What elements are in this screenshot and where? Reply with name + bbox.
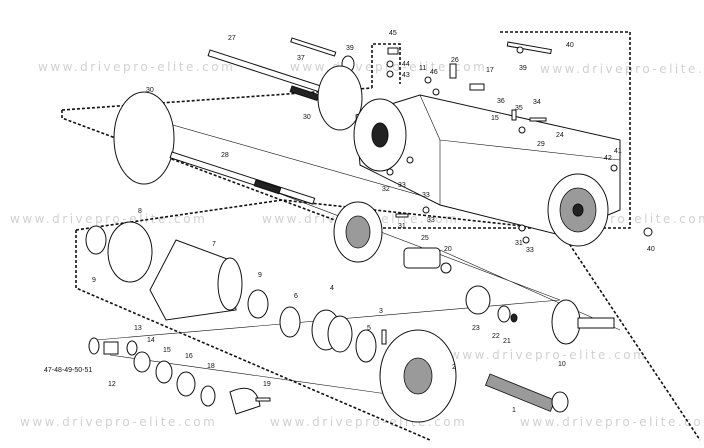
callout-30: 30 [303, 114, 311, 121]
callout-46: 46 [430, 69, 438, 76]
callout-18: 18 [207, 363, 215, 370]
differential-gear [333, 201, 452, 274]
watermark-text: www.drivepro-elite.com [20, 415, 218, 429]
callout-40: 40 [566, 42, 574, 49]
callout-31: 31 [398, 223, 406, 230]
seal-9-right [247, 289, 269, 319]
callout-13: 13 [134, 325, 142, 332]
callout-39-right: 39 [519, 65, 527, 72]
planetary-housing-7 [149, 239, 243, 321]
callout-9: 9 [92, 277, 96, 284]
callout-30-left: 30 [146, 87, 154, 94]
callout-3: 3 [379, 308, 383, 315]
drive-flange-10 [551, 299, 615, 345]
hub-group-frame [75, 199, 701, 441]
callout-42: 42 [604, 155, 612, 162]
callout-23: 23 [472, 325, 480, 332]
callout-14: 14 [147, 337, 155, 344]
callout-35: 35 [515, 105, 523, 112]
callout-5: 5 [367, 325, 371, 332]
watermark-text: www.drivepro-elite.com [450, 348, 648, 362]
callout-36: 36 [497, 98, 505, 105]
bearing-set [279, 306, 387, 363]
callout-37: 37 [297, 55, 305, 62]
axle-shaft-28 [169, 151, 316, 205]
callout-31-right: 31 [515, 240, 523, 247]
callout-21: 21 [503, 338, 511, 345]
callout-24: 24 [556, 132, 564, 139]
callout-26: 26 [451, 57, 459, 64]
callout-6: 6 [294, 293, 298, 300]
spline-shaft-1 [484, 373, 569, 413]
callout-27: 27 [228, 35, 236, 42]
callout-4: 4 [330, 285, 334, 292]
seal-ring-8 [107, 221, 153, 283]
callout-39: 39 [346, 45, 354, 52]
callout-47-51: 47-48-49-50-51 [44, 367, 92, 374]
callout-9-right: 9 [258, 272, 262, 279]
callout-34: 34 [533, 99, 541, 106]
housing-hardware [386, 41, 653, 244]
pin-37 [290, 37, 337, 57]
callout-15: 15 [163, 347, 171, 354]
callout-7: 7 [212, 241, 216, 248]
callout-12: 12 [108, 381, 116, 388]
callout-33-right: 33 [526, 247, 534, 254]
callout-45: 45 [389, 30, 397, 37]
callout-25: 25 [421, 235, 429, 242]
seal-9 [85, 225, 107, 255]
seal-ring-30-lower [113, 91, 175, 185]
watermark-text: www.drivepro-elite.com [540, 62, 704, 76]
watermark-text: www.drivepro-elite.com [520, 415, 704, 429]
axle-housing [353, 94, 621, 247]
callout-16: 16 [185, 353, 193, 360]
callout-29: 29 [537, 141, 545, 148]
callout-10: 10 [558, 361, 566, 368]
callout-1: 1 [512, 407, 516, 414]
callout-20: 20 [444, 246, 452, 253]
callout-17: 17 [486, 67, 494, 74]
callout-11: 11 [419, 65, 426, 72]
callout-41: 41 [614, 148, 622, 155]
watermark-text: www.drivepro-elite.com [10, 212, 208, 226]
callout-15-upper: 15 [491, 115, 499, 122]
callout-33-center: 33 [422, 192, 430, 199]
callout-8: 8 [138, 208, 142, 215]
callout-28: 28 [221, 152, 229, 159]
callout-44: 44 [402, 61, 410, 68]
wheel-hub-2 [379, 329, 457, 423]
housing-group-frame [61, 31, 631, 229]
callout-43: 43 [402, 72, 410, 79]
axle-shaft-27 [207, 49, 335, 101]
callout-32: 32 [382, 186, 390, 193]
watermark-text: www.drivepro-elite.com [38, 60, 236, 74]
callout-22: 22 [492, 333, 500, 340]
callout-19: 19 [263, 381, 271, 388]
seal-ring-30 [317, 65, 363, 131]
callout-2: 2 [452, 364, 456, 371]
pinion-gears [465, 285, 518, 323]
small-hardware-set [88, 337, 271, 415]
callout-40-lower: 40 [647, 246, 655, 253]
callout-33-lower: 33 [427, 217, 435, 224]
callout-33: 33 [398, 182, 406, 189]
